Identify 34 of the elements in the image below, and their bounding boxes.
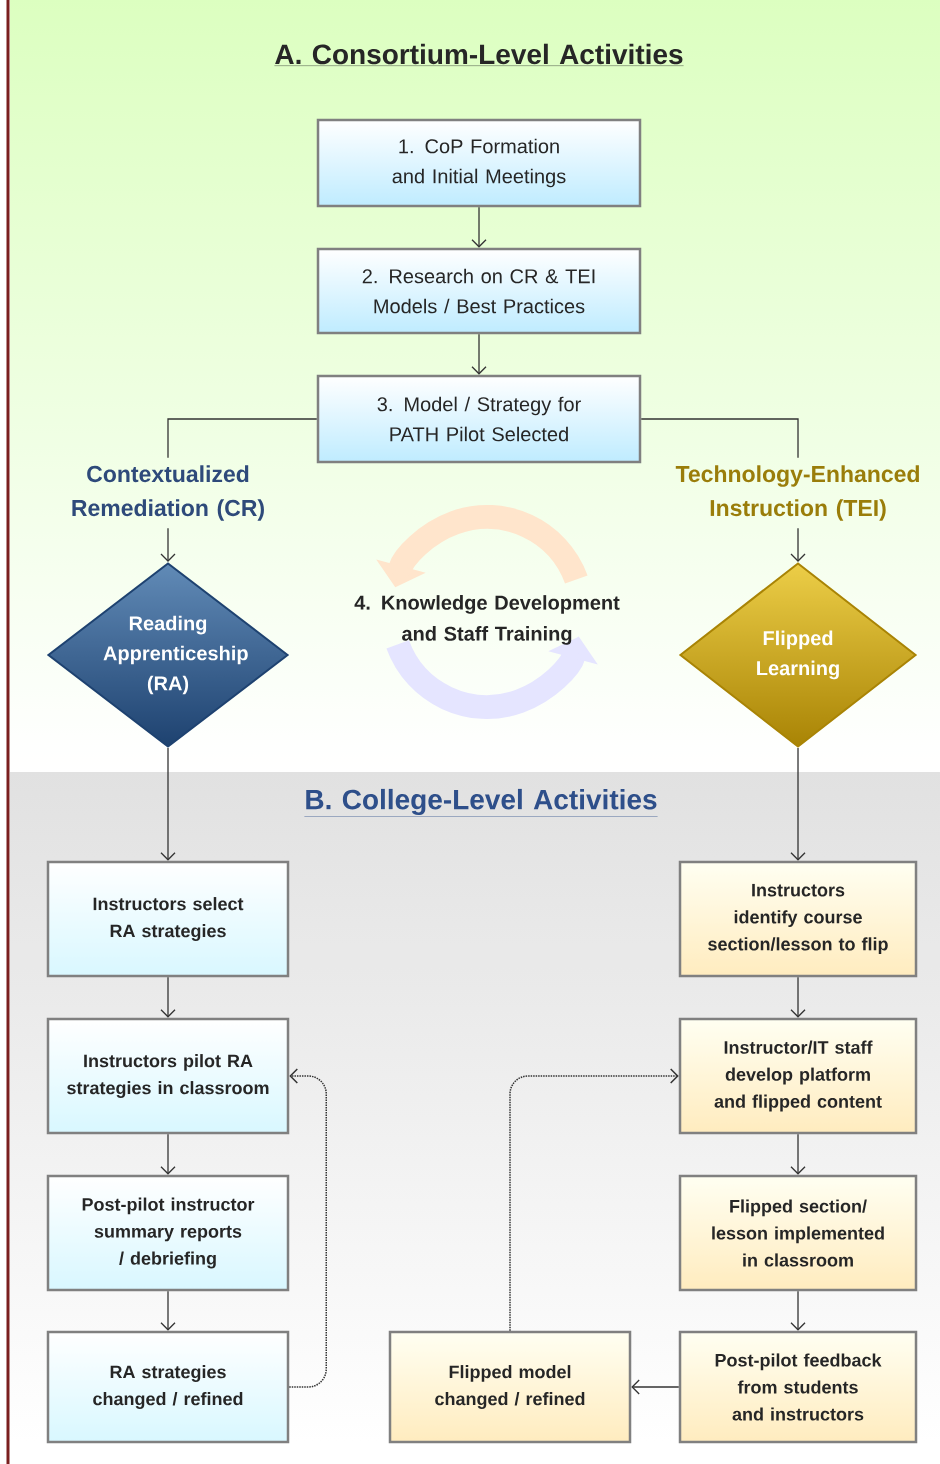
arrow (790, 1290, 806, 1331)
arrow (160, 1133, 176, 1175)
process-box: Flipped section/ lesson implemented in classroom (678, 1174, 918, 1292)
section-heading: B. College-Level Activities (304, 788, 658, 817)
arrow (160, 747, 176, 861)
process-box: Flipped model changed / refined (388, 1330, 632, 1444)
process-box: Post-pilot instructor summary reports / debriefing (46, 1174, 290, 1292)
arrow (790, 747, 806, 861)
arrow (790, 1133, 806, 1175)
process-box: RA strategies changed / refined (46, 1330, 290, 1444)
dotted-arrow (509, 1068, 679, 1332)
process-box: Instructor/IT staff develop platform and flipped content (678, 1017, 918, 1135)
center-text: 4. Knowledge Development and Staff Training (354, 595, 620, 645)
arrow (160, 527, 176, 562)
branch-label: Contextualized Remediation (CR) (72, 465, 264, 521)
process-box: 1. CoP Formation and Initial Meetings (316, 118, 642, 208)
process-box: Post-pilot feedback from students and instructors (678, 1330, 918, 1444)
process-box: 2. Research on CR & TEI Models / Best Practices (316, 247, 642, 335)
arrow (471, 206, 487, 248)
branch-label: Technology-Enhanced Instruction (TEI) (675, 465, 919, 521)
process-box: 3. Model / Strategy for PATH Pilot Selected (316, 374, 642, 464)
connector-line (640, 418, 799, 459)
connector-line (167, 418, 318, 459)
dotted-arrow (288, 1068, 327, 1388)
section-heading: A. Consortium-Level Activities (274, 43, 684, 66)
arrow (790, 976, 806, 1018)
process-box: Instructors select RA strategies (46, 860, 290, 978)
arrow (631, 1379, 680, 1395)
arrow (471, 333, 487, 375)
arrow (160, 1290, 176, 1331)
arrow (160, 976, 176, 1018)
process-box: Instructors identify course section/lesson to flip (678, 860, 918, 978)
process-box: Instructors pilot RA strategies in classroom (46, 1017, 290, 1135)
arrow (790, 527, 806, 562)
